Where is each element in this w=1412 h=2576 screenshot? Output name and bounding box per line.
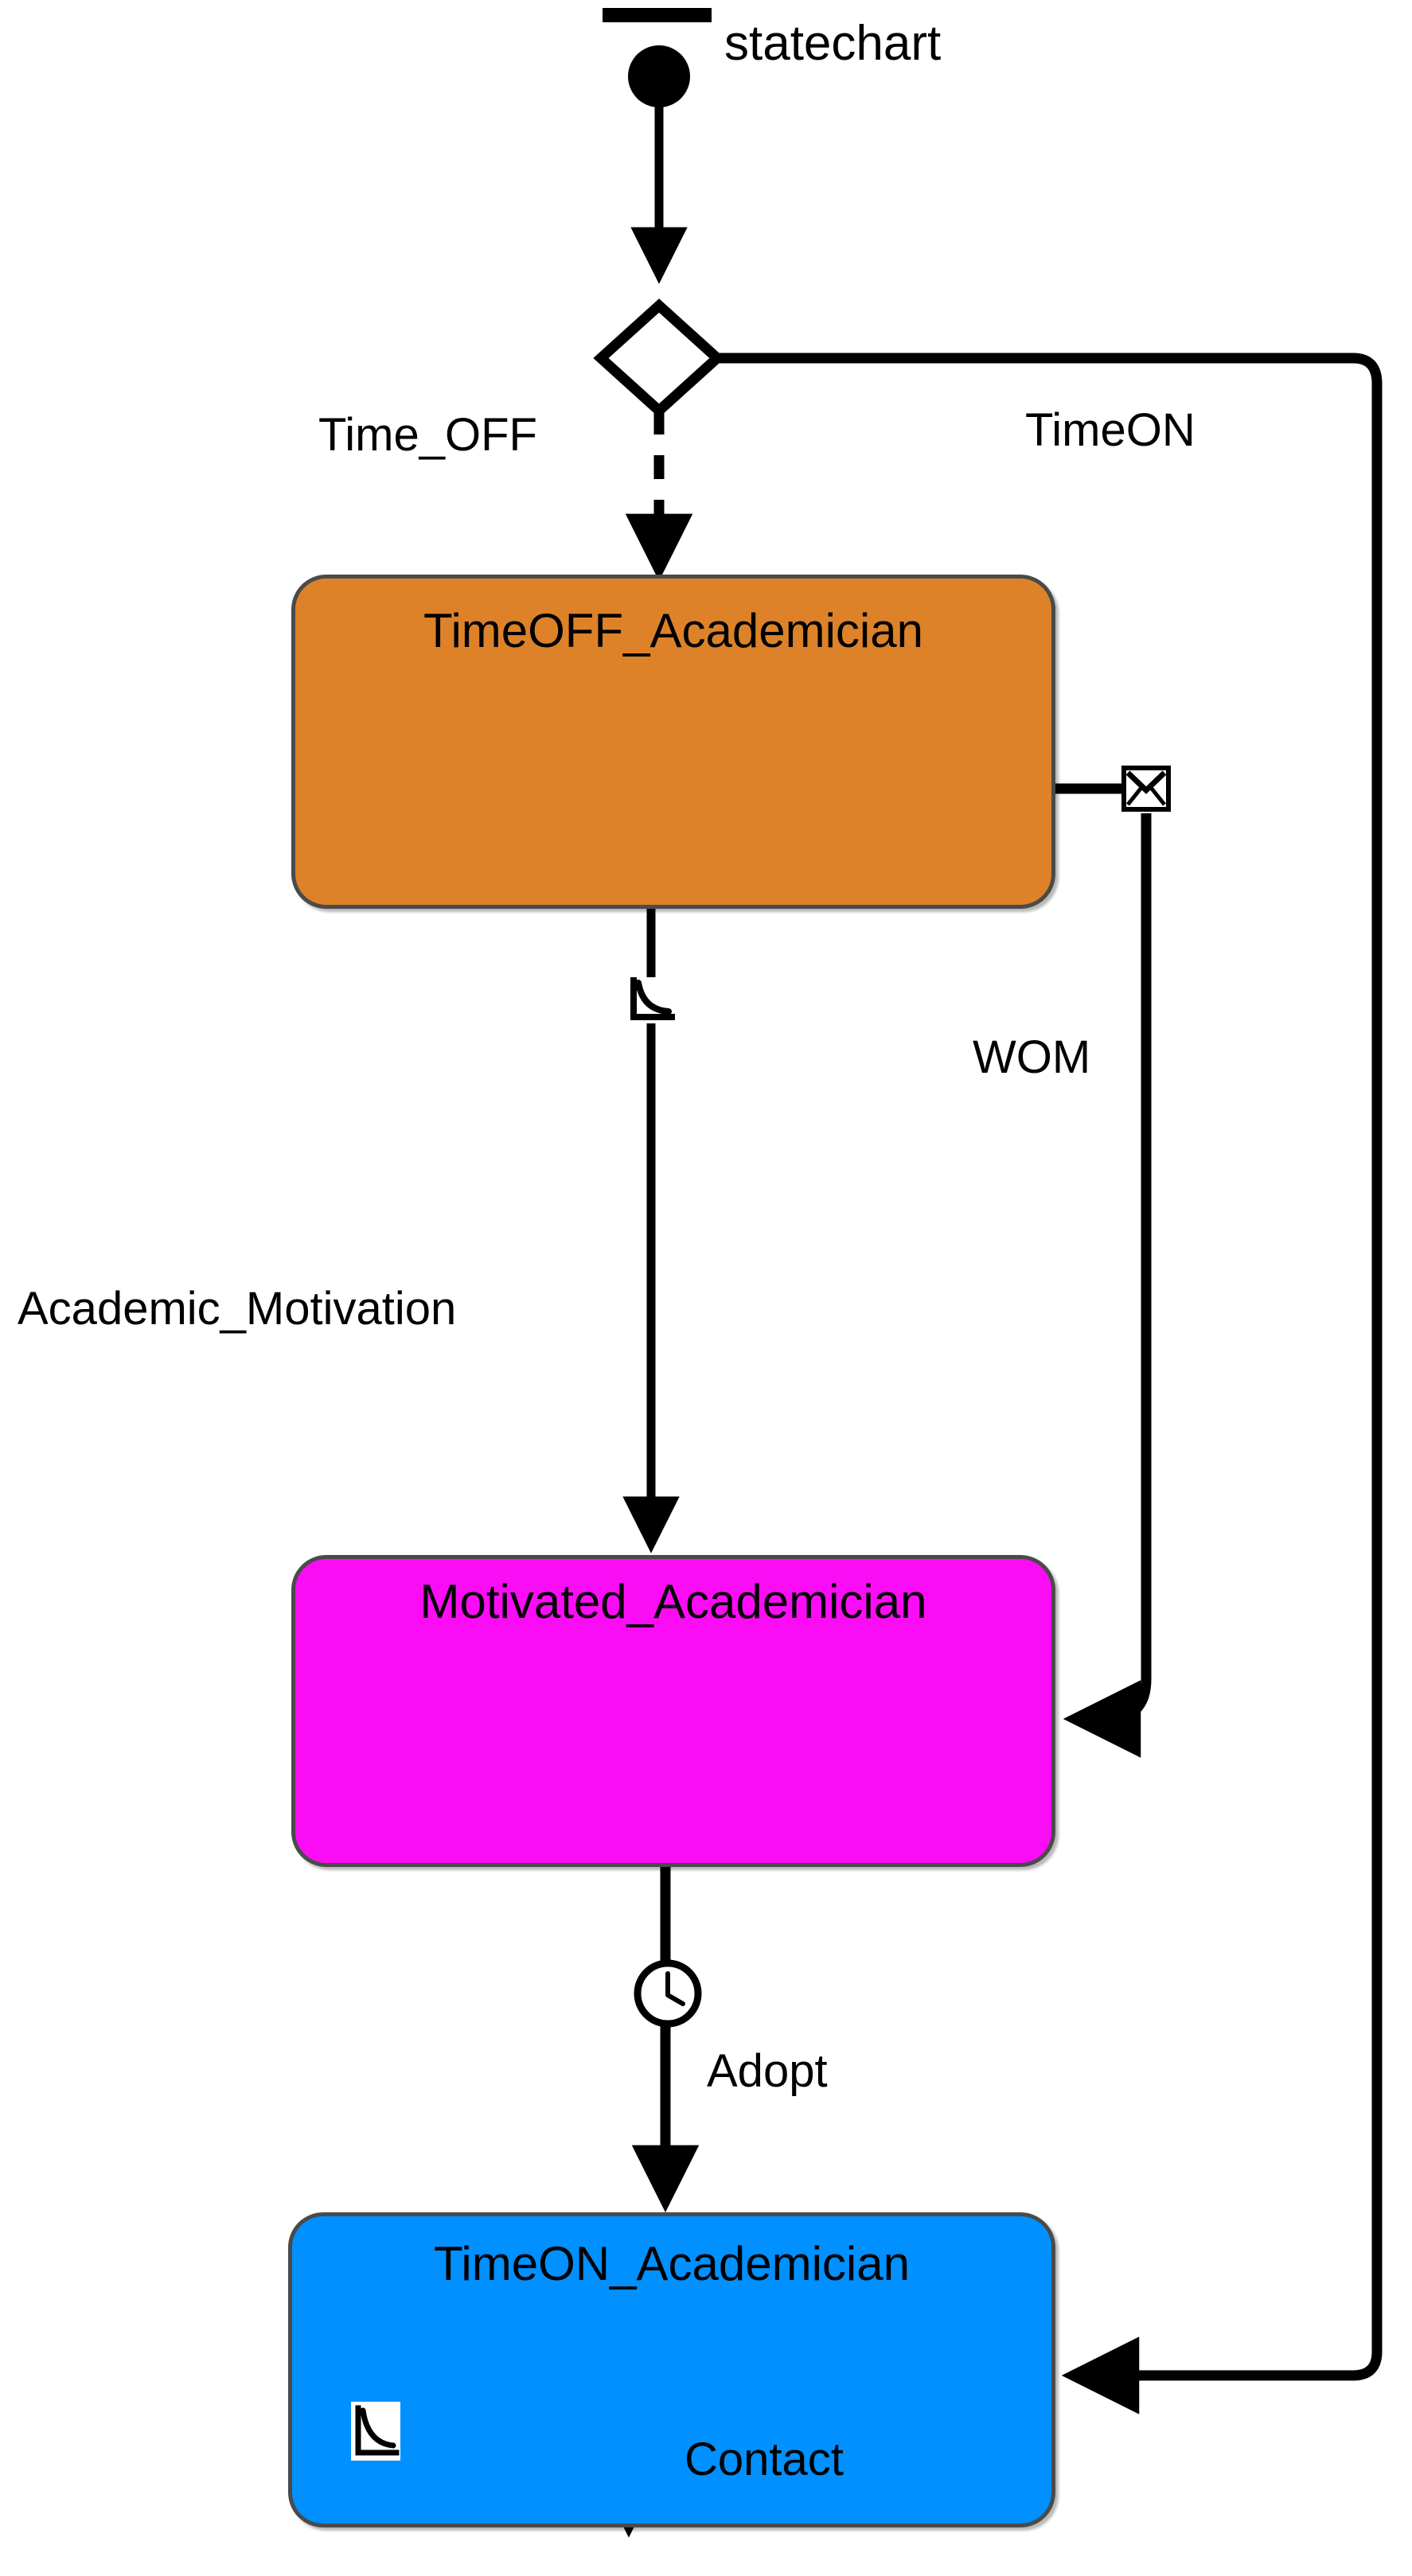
- rate-icon[interactable]: [627, 977, 675, 1023]
- transition-label-time-on: TimeON: [1025, 404, 1196, 456]
- transition-label-contact: Contact: [685, 2434, 844, 2485]
- decision-diamond: [593, 298, 725, 418]
- state-timeoff-academician[interactable]: TimeOFF_Academician: [291, 575, 1055, 909]
- transition-label-time-off: Time_OFF: [318, 409, 537, 461]
- transition-label-academic-motivation: Academic_Motivation: [18, 1283, 457, 1335]
- state-motivated-academician[interactable]: Motivated_Academician: [291, 1555, 1055, 1867]
- initial-state-dot: [628, 45, 690, 107]
- message-icon[interactable]: [1120, 764, 1172, 813]
- state-timeon-academician-label: TimeON_Academician: [434, 2237, 910, 2290]
- timeout-clock-icon[interactable]: [632, 1958, 704, 2029]
- statechart-label: statechart: [724, 16, 942, 71]
- transition-label-adopt: Adopt: [707, 2045, 828, 2097]
- rate-icon-contact[interactable]: [351, 2402, 400, 2461]
- state-timeon-academician[interactable]: TimeON_Academician: [288, 2212, 1055, 2527]
- initial-state-bar: [603, 8, 712, 22]
- transition-label-wom: WOM: [973, 1031, 1091, 1083]
- state-timeoff-academician-label: TimeOFF_Academician: [423, 604, 923, 657]
- connector-wom: [1063, 813, 1152, 1758]
- state-motivated-academician-label: Motivated_Academician: [419, 1575, 927, 1628]
- connector-timeon-return: [717, 353, 1383, 2414]
